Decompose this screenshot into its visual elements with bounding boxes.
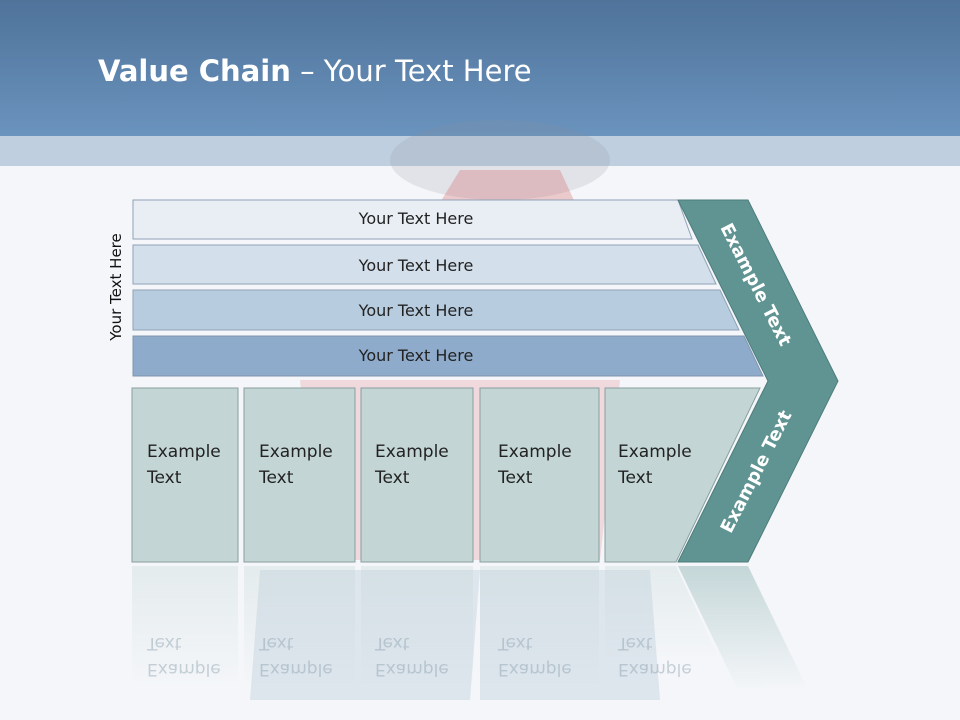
box-1-shape bbox=[131, 387, 239, 563]
box-5-shape bbox=[604, 387, 761, 563]
box-2-label: Example Text bbox=[259, 442, 333, 488]
row-2-label: Your Text Here bbox=[358, 256, 474, 275]
box-1-label: Example Text bbox=[147, 442, 221, 488]
box-3-reflection: Example Text bbox=[375, 633, 449, 679]
box-4-label: Example Text bbox=[498, 442, 572, 488]
chevron-arrow bbox=[677, 199, 839, 563]
row-4-label: Your Text Here bbox=[358, 346, 474, 365]
row-2-shape bbox=[132, 244, 717, 285]
row-3-label: Your Text Here bbox=[358, 301, 474, 320]
header-subband bbox=[0, 136, 960, 166]
box-4-shape bbox=[479, 387, 600, 563]
slide-title: Value Chain – Your Text Here bbox=[98, 54, 532, 88]
box-5-label: Example Text bbox=[618, 442, 692, 488]
row-4-shape bbox=[132, 335, 764, 377]
box-3-label: Example Text bbox=[375, 442, 449, 488]
box-2-reflection: Example Text bbox=[259, 633, 333, 679]
side-label: Your Text Here bbox=[107, 233, 125, 341]
box-5-reflection: Example Text bbox=[618, 633, 692, 679]
row-3-shape bbox=[132, 289, 740, 331]
reflection bbox=[132, 566, 808, 690]
row-1-shape bbox=[132, 199, 693, 240]
box-2-shape bbox=[243, 387, 356, 563]
header-band bbox=[0, 0, 960, 136]
box-4-reflection: Example Text bbox=[498, 633, 572, 679]
row-1-label: Your Text Here bbox=[358, 209, 474, 228]
box-3-shape bbox=[360, 387, 474, 563]
box-1-reflection: Example Text bbox=[147, 633, 221, 679]
